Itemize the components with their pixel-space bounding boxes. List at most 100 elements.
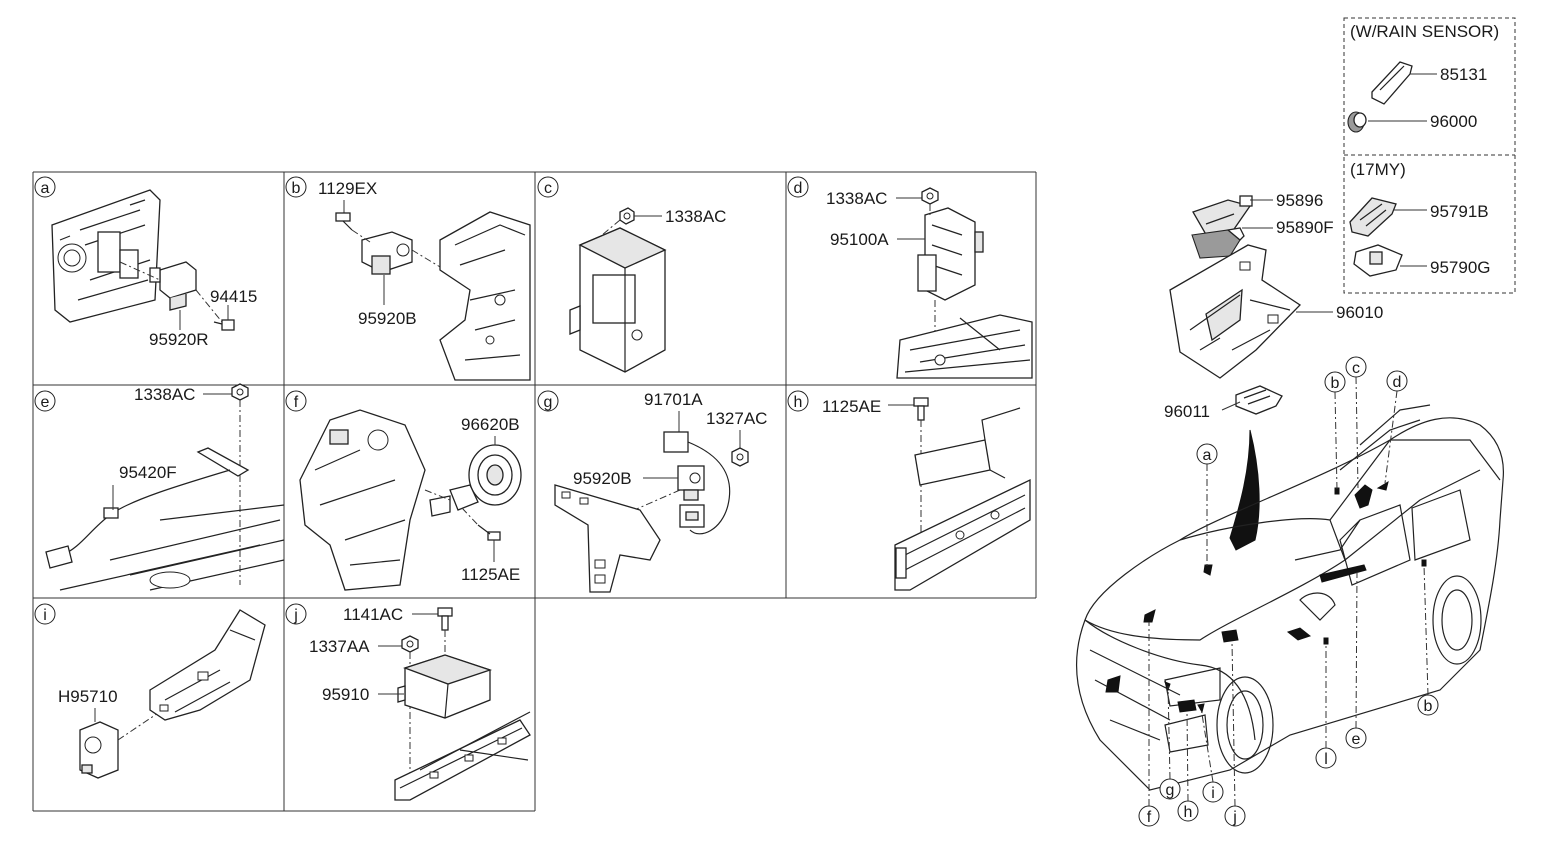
label-96000: 96000: [1430, 112, 1477, 131]
bracket-g-drawing: [554, 484, 661, 593]
svg-text:a: a: [1203, 447, 1212, 464]
svg-text:i: i: [1211, 785, 1215, 802]
module-95100A-drawing: [917, 207, 984, 301]
svg-text:b: b: [1331, 375, 1340, 392]
panel-a: a 94415 95920R: [34, 176, 257, 349]
panel-letter-i: i: [34, 603, 56, 625]
svg-text:j: j: [1232, 809, 1237, 826]
body-pillar-drawing: [439, 211, 531, 381]
panel-d: d 1338AC 95100A: [787, 176, 1033, 379]
bolt-94415-drawing: [213, 319, 235, 331]
bolt-1141AC-drawing: [437, 607, 453, 631]
panel-letter-g: g: [537, 390, 559, 412]
svg-text:e: e: [1352, 731, 1361, 748]
panel-letter-b: b: [285, 176, 307, 198]
svg-text:b: b: [292, 180, 301, 197]
bolt-1125AE-h-drawing: [913, 397, 929, 421]
label-96620B: 96620B: [461, 415, 520, 434]
bracket-h-drawing: [914, 407, 1021, 486]
callout-l: l: [1315, 645, 1337, 769]
svg-text:h: h: [794, 394, 803, 411]
panel-grid: [32, 171, 1037, 812]
label-95791B: 95791B: [1430, 202, 1489, 221]
svg-text:f: f: [1147, 809, 1152, 826]
label-1141AC: 1141AC: [343, 605, 403, 624]
callout-g: g: [1159, 685, 1181, 800]
callout-e: e: [1345, 571, 1367, 749]
label-95100A: 95100A: [830, 230, 889, 249]
label-1338AC-c: 1338AC: [665, 207, 726, 226]
sensor-95920B-g-drawing: [677, 465, 705, 501]
panel-letter-f: f: [285, 390, 307, 412]
label-95920B-g: 95920B: [573, 469, 632, 488]
panel-letter-d: d: [787, 176, 809, 198]
svg-text:g: g: [544, 394, 553, 411]
label-95896: 95896: [1276, 191, 1323, 210]
cover-96011-drawing: [1235, 385, 1283, 415]
callout-h: h: [1177, 711, 1199, 822]
cover-95791B-drawing: [1349, 197, 1397, 237]
label-96011: 96011: [1164, 402, 1210, 421]
callout-a: a: [1196, 443, 1218, 568]
bolt-1125AE-f-drawing: [477, 524, 501, 541]
svg-text:j: j: [293, 607, 298, 624]
nut-1338AC-e-drawing: [231, 383, 249, 401]
panel-letter-c: c: [537, 176, 559, 198]
callout-i: i: [1200, 707, 1224, 803]
callout-d: d: [1384, 370, 1408, 484]
svg-text:b: b: [1424, 698, 1433, 715]
vehicle-callouts: a b c d b e l: [1138, 356, 1439, 827]
connector-lower-g-drawing: [679, 504, 705, 528]
frame-rail-h-drawing: [894, 478, 1031, 591]
label-95420F: 95420F: [119, 463, 177, 482]
svg-text:a: a: [41, 180, 50, 197]
label-95920R: 95920R: [149, 330, 209, 349]
pillar-i-drawing: [149, 609, 266, 721]
frame-rail-j-drawing: [394, 711, 531, 801]
callout-b-top: b: [1324, 371, 1346, 491]
panel-c: c 1338AC: [537, 176, 726, 373]
rain-sensor-box: (W/RAIN SENSOR) 85131 96000 (17MY) 95791…: [1343, 17, 1516, 294]
svg-text:f: f: [294, 394, 299, 411]
nut-1338AC-c-drawing: [619, 207, 635, 225]
svg-text:d: d: [794, 180, 803, 197]
sensor-96000-drawing: [1347, 111, 1367, 133]
door-module-drawing: [51, 189, 161, 323]
callout-c: c: [1345, 356, 1367, 489]
label-1129EX: 1129EX: [318, 179, 377, 198]
panel-letter-e: e: [34, 390, 56, 412]
horn-96620B-drawing: [429, 444, 522, 517]
callout-j: j: [1224, 641, 1246, 827]
connector-91701A-drawing: [663, 431, 731, 535]
bolt-1129EX-drawing: [335, 212, 353, 231]
variant-header-17MY: (17MY): [1350, 160, 1406, 179]
callout-f: f: [1138, 622, 1160, 827]
svg-text:l: l: [1324, 751, 1328, 768]
svg-text:g: g: [1166, 782, 1175, 799]
sensor-95920R-drawing: [149, 261, 197, 311]
label-95890F: 95890F: [1276, 218, 1334, 237]
wheel-house-drawing: [299, 409, 426, 591]
panel-letter-a: a: [34, 176, 56, 198]
nut-1338AC-d-drawing: [921, 187, 939, 205]
panel-h: h 1125AE: [787, 390, 1031, 591]
floor-panel-d-drawing: [896, 314, 1033, 379]
label-1338AC-d: 1338AC: [826, 189, 887, 208]
nut-1327AC-drawing: [731, 447, 749, 467]
label-1327AC: 1327AC: [706, 409, 767, 428]
vehicle-illustration: [1076, 404, 1504, 791]
nut-1337AA-drawing: [401, 635, 419, 653]
callout-b-bottom: b: [1417, 564, 1439, 716]
svg-text:e: e: [41, 394, 50, 411]
label-1338AC-e: 1338AC: [134, 385, 195, 404]
svg-text:h: h: [1184, 804, 1193, 821]
label-1337AA: 1337AA: [309, 637, 370, 656]
airbag-unit-95910-drawing: [397, 654, 493, 719]
svg-text:c: c: [1352, 360, 1360, 377]
panel-i: i H95710: [34, 603, 266, 779]
cover-95890F-drawing: [1191, 227, 1245, 259]
control-unit-c-drawing: [569, 227, 667, 373]
label-95910: 95910: [322, 685, 369, 704]
panel-f: f 96620B 1125AE: [285, 390, 522, 591]
